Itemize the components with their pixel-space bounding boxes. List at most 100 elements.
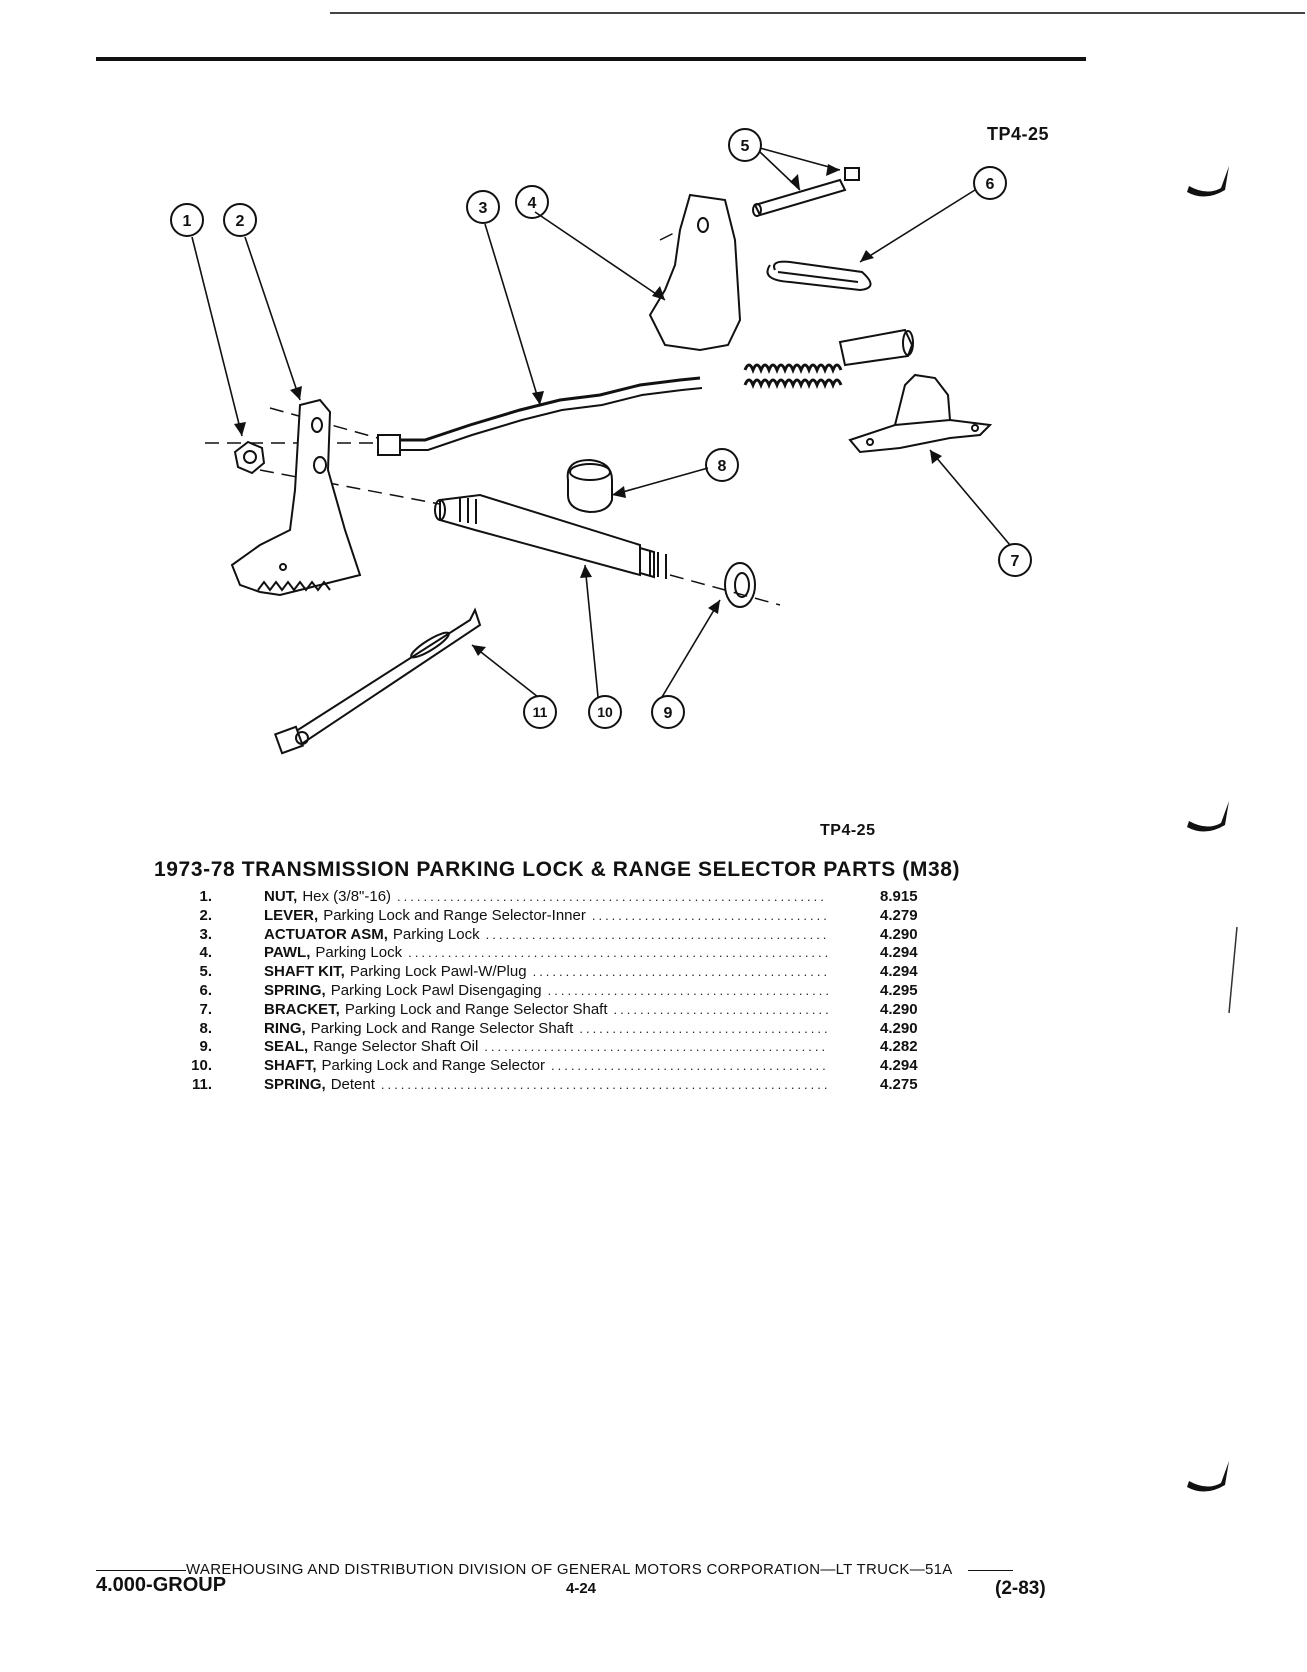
callout-3	[466, 190, 500, 224]
footer-date: (2-83)	[995, 1578, 1046, 1599]
dot-leader: ........................................…	[397, 889, 828, 904]
group-code: 4.290	[880, 925, 918, 943]
shaft-kit-part	[752, 167, 860, 217]
callout-8	[705, 448, 739, 482]
part-number: 7.	[199, 1000, 212, 1018]
group-code: 8.915	[880, 888, 918, 905]
part-name: LEVER,	[264, 906, 319, 924]
part-number: 8.	[199, 1019, 212, 1037]
part-number: 2.	[199, 906, 212, 924]
part-description: Parking Lock and Range Selector Shaft	[344, 1000, 608, 1018]
group-code: 4.282	[880, 1038, 918, 1056]
part-description: Hex (3/8"-16)	[302, 888, 392, 905]
parts-row: 11.SPRING,Detent........................…	[150, 1076, 980, 1095]
part-name: SHAFT KIT,	[264, 963, 345, 981]
part-description: Parking Lock	[392, 925, 480, 943]
part-name: RING,	[264, 1019, 306, 1037]
callout-label-2: 2	[236, 213, 245, 230]
callout-4	[515, 185, 549, 219]
parts-row: 10. SHAFT,Parking Lock and Range Selector…	[150, 1057, 980, 1076]
callout-label-1: 1	[183, 213, 192, 230]
group-code: 4.295	[880, 981, 918, 999]
callout-label-4: 4	[528, 195, 537, 212]
callout-circles	[170, 128, 1032, 729]
group-code: 4.279	[880, 906, 918, 924]
dot-leader: ........................................…	[380, 1076, 828, 1092]
callout-1	[170, 203, 204, 237]
parking-pawl-part	[648, 193, 742, 352]
actuator-assembly-part	[377, 328, 914, 456]
figure-reference-bottom: TP4-25	[820, 822, 876, 839]
group-code: 4.294	[880, 963, 918, 981]
part-name: NUT,	[264, 888, 298, 905]
dot-leader: ........................................…	[485, 926, 828, 942]
part-description: Range Selector Shaft Oil	[313, 1038, 479, 1056]
dot-leader: ........................................…	[591, 907, 828, 923]
group-code: 4.294	[880, 1057, 918, 1075]
top-rule	[96, 57, 1086, 61]
callout-2	[223, 203, 257, 237]
part-description: Parking Lock	[315, 944, 403, 962]
footer-rule-right	[967, 1569, 1013, 1571]
part-number: 10.	[191, 1057, 212, 1075]
part-name: ACTUATOR ASM,	[264, 925, 388, 943]
shaft-ring-part	[566, 458, 613, 514]
shaft-oil-seal-part	[724, 562, 756, 608]
binder-mark	[1187, 1461, 1229, 1492]
group-code: 4.275	[880, 1075, 918, 1093]
callout-9	[651, 695, 685, 729]
parts-row: 5. SHAFT KIT,Parking Lock Pawl-W/Plug....…	[150, 963, 980, 982]
leader-arrowheads	[234, 164, 942, 656]
part-name: SPRING,	[264, 1075, 326, 1093]
callout-5	[728, 128, 762, 162]
callout-6	[973, 166, 1007, 200]
parts-row: 6.SPRING,Parking Lock Pawl Disengaging..…	[150, 982, 980, 1001]
part-description: Parking Lock Pawl-W/Plug	[349, 963, 527, 981]
binder-mark	[1187, 801, 1229, 832]
part-name: SHAFT,	[264, 1057, 317, 1075]
dot-leader: ........................................…	[579, 1020, 828, 1036]
page-title: 1973-78 TRANSMISSION PARKING LOCK & RANG…	[154, 858, 961, 881]
part-number: 3.	[199, 925, 212, 943]
figure-reference-top: TP4-25	[987, 124, 1050, 144]
dot-leader: ........................................…	[550, 1058, 828, 1074]
part-number: 4.	[199, 944, 212, 962]
top-faint-rule	[330, 12, 1305, 14]
group-code: 4.294	[880, 944, 918, 962]
callout-label-7: 7	[1011, 553, 1020, 570]
callout-label-10: 10	[597, 704, 613, 720]
selector-shaft-part	[434, 493, 667, 579]
group-code: 4.290	[880, 1000, 918, 1018]
footer-division-text: WAREHOUSING AND DISTRIBUTION DIVISION OF…	[186, 1561, 953, 1578]
dot-leader: ........................................…	[532, 964, 828, 980]
callout-11	[523, 695, 557, 729]
callout-label-3: 3	[479, 200, 488, 217]
part-name: SEAL,	[264, 1038, 309, 1056]
parts-row: 1. NUT,Hex (3/8"-16).....................…	[150, 888, 980, 907]
footer-page-number: 4-24	[566, 1580, 597, 1597]
hex-nut-part	[233, 440, 266, 475]
dot-leader: ........................................…	[408, 945, 828, 961]
part-name: BRACKET,	[264, 1000, 340, 1018]
exploded-parts-diagram: 1 2 3 4 5 6 7 8 9 10 11	[170, 128, 1032, 755]
binder-mark	[1187, 166, 1229, 197]
part-description: Parking Lock Pawl Disengaging	[330, 981, 542, 999]
parts-row: 3. ACTUATOR ASM,Parking Lock.............…	[150, 926, 980, 945]
leader-lines	[191, 147, 1011, 698]
part-number: 1.	[199, 888, 212, 905]
callout-label-5: 5	[741, 138, 750, 155]
parts-row: 8.RING,Parking Lock and Range Selector S…	[150, 1020, 980, 1039]
callout-label-8: 8	[718, 458, 727, 475]
callout-10	[588, 695, 622, 729]
footer-division-line: WAREHOUSING AND DISTRIBUTION DIVISION OF…	[96, 1561, 1013, 1578]
callout-label-11: 11	[533, 704, 548, 720]
parts-row: 7. BRACKET,Parking Lock and Range Selecto…	[150, 1001, 980, 1020]
inner-lever-part	[230, 398, 362, 597]
part-number: 5.	[199, 963, 212, 981]
dot-leader: ........................................…	[484, 1039, 828, 1055]
part-name: PAWL,	[264, 944, 311, 962]
group-code: 4.290	[880, 1019, 918, 1037]
part-description: Parking Lock and Range Selector	[321, 1057, 545, 1075]
parts-list: 1. NUT,Hex (3/8"-16).....................…	[150, 888, 980, 1095]
parts-row: 4. PAWL,Parking Lock.....................…	[150, 944, 980, 963]
